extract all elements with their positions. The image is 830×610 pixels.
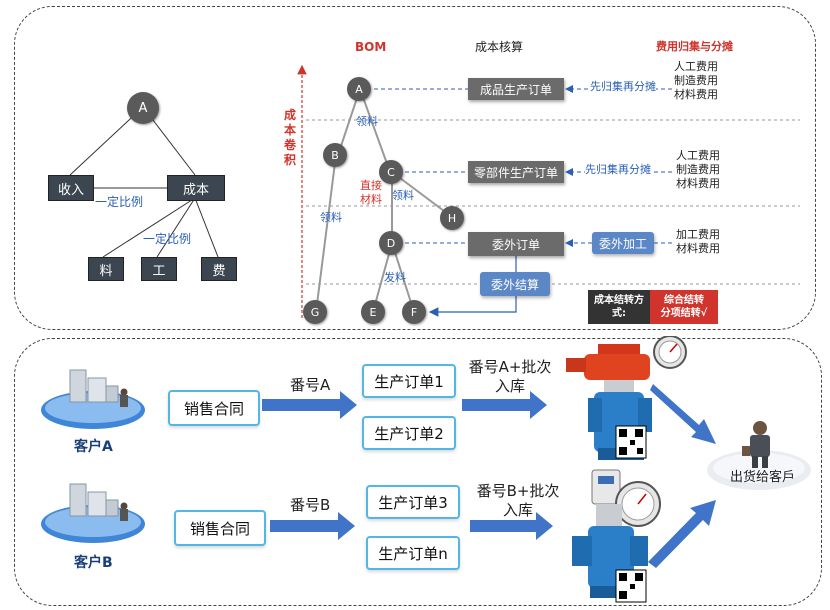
- bom-node-c: C: [379, 160, 403, 184]
- bom-node-a: A: [347, 77, 371, 101]
- office-building-icon: [41, 483, 145, 543]
- allocation-label-2: 先归集再分摊: [585, 161, 651, 177]
- settlement-method-value: 综合结转 分项结转√: [650, 290, 718, 324]
- production-order-3: 生产订单3: [366, 485, 460, 519]
- bom-node-h: H: [440, 206, 464, 230]
- material-box: 料: [88, 257, 124, 281]
- pump-a-image: [560, 336, 694, 466]
- bom-node-g: G: [303, 300, 327, 324]
- customer-b-illustration: [40, 478, 146, 544]
- fee-item: 人工费用: [674, 60, 718, 73]
- pick-label-2: 领料: [392, 189, 414, 202]
- office-building-icon: [41, 369, 145, 429]
- production-order-2: 生产订单2: [362, 416, 456, 450]
- fee-item: 制造费用: [676, 163, 720, 176]
- bom-title: BOM: [355, 40, 387, 54]
- direct-material-label: 直接材料: [360, 179, 382, 206]
- fee-item: 材料费用: [674, 88, 718, 101]
- bom-node-d: D: [379, 231, 403, 255]
- settlement-method-label: 成本结转方式:: [588, 290, 650, 324]
- tree-node-a: A: [127, 92, 159, 124]
- cost-accounting-title: 成本核算: [475, 40, 524, 54]
- warehouse-b-label: 番号B+批次入库: [476, 482, 560, 519]
- number-b-label: 番号B: [290, 496, 331, 514]
- expense-box: 费: [201, 257, 237, 281]
- ship-to-customer-illustration: [706, 412, 812, 492]
- fee-item: 制造费用: [674, 74, 718, 87]
- production-order-1: 生产订单1: [362, 364, 456, 398]
- income-box: 收入: [48, 175, 94, 201]
- sales-contract-a: 销售合同: [168, 390, 260, 426]
- top-panel: [14, 6, 816, 330]
- method-value-2: 分项结转√: [660, 308, 708, 319]
- bom-node-e: E: [361, 300, 385, 324]
- customer-a-illustration: [40, 364, 146, 430]
- production-order-n: 生产订单n: [366, 536, 460, 570]
- valve-pump-icon: [566, 336, 687, 460]
- fee-group-3: 加工费用 材料费用: [676, 228, 720, 256]
- labor-box: 工: [141, 257, 177, 281]
- fee-item: 人工费用: [676, 149, 720, 162]
- sales-contract-b: 销售合同: [174, 510, 266, 546]
- bottom-panel: [14, 338, 822, 606]
- customer-a-label: 客户A: [74, 439, 113, 455]
- pump-b-image: [566, 464, 690, 604]
- outsource-order-box: 委外订单: [468, 232, 564, 256]
- method-value-1: 综合结转: [664, 295, 704, 306]
- businessman-icon: [707, 421, 811, 490]
- warehouse-a-label: 番号A+批次入库: [468, 358, 552, 395]
- pick-label-3: 领料: [320, 211, 342, 224]
- valve-pump-icon: [572, 469, 661, 603]
- bom-node-f: F: [402, 300, 426, 324]
- ratio-label-income: 一定比例: [95, 195, 144, 209]
- fee-group-2: 人工费用 制造费用 材料费用: [676, 149, 720, 191]
- pick-label-1: 领料: [356, 115, 378, 128]
- fee-allocation-title: 费用归集与分摊: [656, 40, 733, 53]
- ratio-label-cost: 一定比例: [143, 232, 192, 246]
- issue-label: 发料: [384, 271, 406, 284]
- parts-order-box: 零部件生产订单: [468, 161, 564, 183]
- allocation-label-1: 先归集再分摊: [590, 78, 656, 94]
- finished-order-box: 成品生产订单: [468, 78, 564, 100]
- number-a-label: 番号A: [290, 376, 331, 394]
- outsource-process-box: 委外加工: [592, 232, 654, 254]
- fee-item: 材料费用: [676, 242, 720, 255]
- cost-rollup-label: 成本卷积: [284, 108, 297, 167]
- customer-b-label: 客户B: [74, 555, 113, 571]
- cost-box: 成本: [167, 175, 225, 201]
- bom-node-b: B: [323, 143, 347, 167]
- ship-label: 出货给客戶: [730, 470, 796, 485]
- outsource-settle-box: 委外结算: [480, 272, 550, 296]
- fee-item: 加工费用: [676, 228, 720, 241]
- fee-group-1: 人工费用 制造费用 材料费用: [674, 60, 718, 102]
- fee-item: 材料费用: [676, 177, 720, 190]
